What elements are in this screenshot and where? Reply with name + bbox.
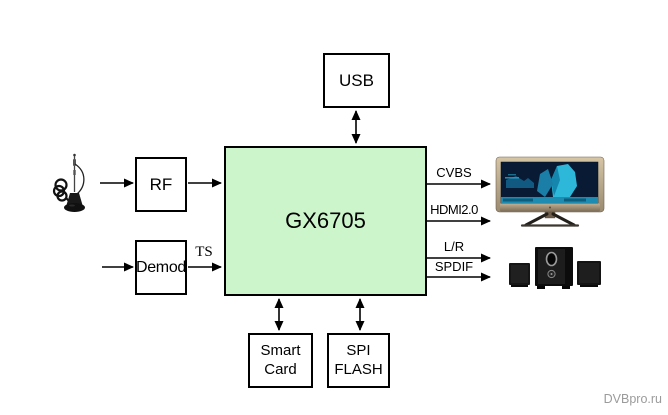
speakers-icon: [509, 247, 601, 289]
antenna-icon: [52, 153, 85, 212]
watermark-text: DVBpro.ru: [603, 392, 662, 406]
hdmi-signal-label: HDMI2.0: [430, 202, 478, 217]
spi-flash-block: SPI FLASH: [327, 333, 390, 388]
spdif-signal-label: SPDIF: [434, 259, 474, 274]
ts-signal-label: TS: [195, 244, 213, 260]
demod-block: Demod: [135, 240, 187, 295]
rf-block: RF: [135, 157, 187, 212]
cvbs-signal-label: CVBS: [436, 165, 472, 180]
lr-signal-label: L/R: [443, 239, 465, 254]
tv-icon: [495, 156, 605, 227]
gx6705-chip-block: GX6705: [224, 146, 427, 296]
smart-card-block: Smart Card: [248, 333, 313, 388]
usb-block: USB: [323, 53, 390, 108]
